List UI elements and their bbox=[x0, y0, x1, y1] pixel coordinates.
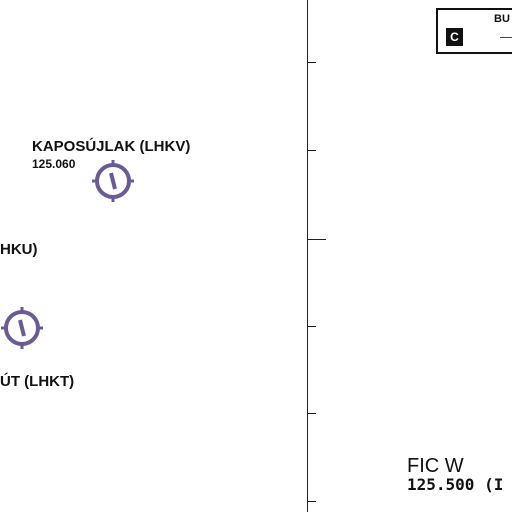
meridian-tick bbox=[308, 150, 316, 151]
meridian-tick bbox=[308, 501, 316, 502]
fic-name: FIC W bbox=[407, 455, 464, 477]
meridian-tick bbox=[308, 326, 316, 327]
airspace-name: BU bbox=[494, 13, 510, 25]
airspace-limit-separator bbox=[500, 37, 512, 38]
meridian-line bbox=[307, 0, 308, 512]
fic-frequency: 125.500 (I bbox=[407, 475, 504, 494]
airfield-name-lhkt: ÚT (LHKT) bbox=[0, 373, 75, 390]
airfield-symbol-icon bbox=[92, 160, 134, 202]
airfield-name-kaposujlak: KAPOSÚJLAK (LHKV) bbox=[32, 138, 191, 155]
airfield-symbol-icon bbox=[1, 307, 43, 349]
meridian-tick bbox=[308, 239, 326, 240]
airfield-name-hku: HKU) bbox=[0, 241, 38, 258]
airspace-box: C BU bbox=[436, 8, 512, 54]
meridian-tick bbox=[308, 413, 316, 414]
airfield-frequency-kaposujlak: 125.060 bbox=[32, 157, 76, 171]
meridian-tick bbox=[308, 62, 316, 63]
airspace-class-badge: C bbox=[446, 28, 463, 46]
